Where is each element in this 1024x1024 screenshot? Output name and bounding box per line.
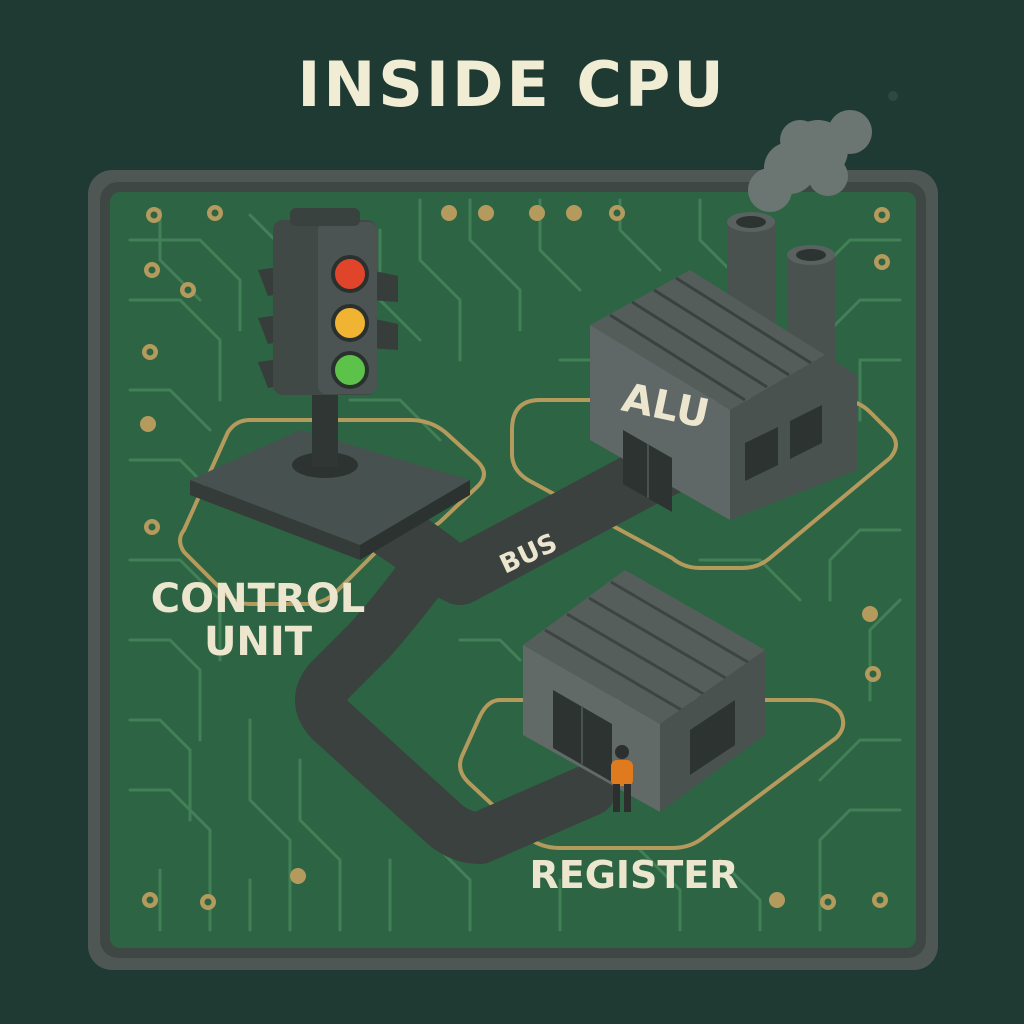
register-building — [523, 570, 765, 812]
yellow-light-icon — [331, 304, 369, 342]
traffic-light — [258, 208, 398, 395]
circuit-traces — [128, 198, 902, 932]
control-unit — [190, 208, 470, 560]
worker-figure — [611, 745, 633, 812]
register-label: REGISTER — [529, 853, 738, 897]
green-light-icon — [331, 351, 369, 389]
control-unit-label-line2: UNIT — [204, 619, 313, 665]
red-light-icon — [331, 255, 369, 293]
gold-pads — [140, 91, 898, 910]
alu-factory: ALU — [590, 110, 872, 520]
page-title: INSIDE CPU — [297, 48, 726, 121]
smoke-cloud — [748, 110, 872, 212]
control-unit-label-line1: CONTROL — [151, 576, 365, 622]
